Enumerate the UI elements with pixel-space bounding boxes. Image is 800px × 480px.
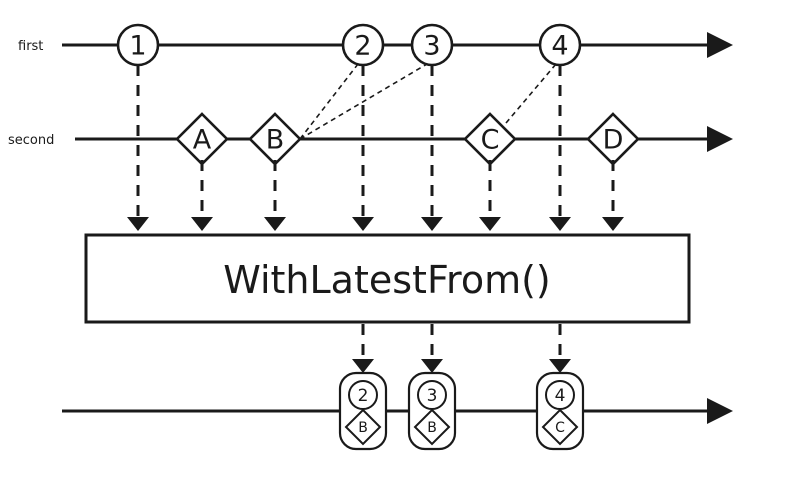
output-drop-arrow-560 xyxy=(549,324,571,373)
marble-value: 3 xyxy=(423,31,440,62)
marble-value: 1 xyxy=(129,31,146,62)
combined-marble-number: 2 xyxy=(358,386,369,406)
combined-marble-diamond xyxy=(413,408,451,446)
marble-second-D[interactable]: D xyxy=(586,112,640,166)
association-line-C-to-4 xyxy=(505,63,557,124)
drop-arrowhead xyxy=(421,217,443,231)
marble-value: C xyxy=(481,125,500,156)
timeline-arrowhead-output xyxy=(707,398,733,424)
input-drop-arrow-432 xyxy=(421,65,443,231)
drop-arrowhead xyxy=(549,359,571,373)
marble-output-3B[interactable]: 3B xyxy=(407,371,457,451)
stream-label-second: second xyxy=(8,133,54,148)
drop-arrowhead xyxy=(191,217,213,231)
marble-value: D xyxy=(603,125,624,156)
marble-value: B xyxy=(266,125,285,156)
marble-first-4[interactable]: 4 xyxy=(538,23,582,67)
marble-output-2B[interactable]: 2B xyxy=(338,371,388,451)
drop-arrowhead xyxy=(352,217,374,231)
timeline-arrowhead-first xyxy=(707,32,733,58)
marble-second-C[interactable]: C xyxy=(463,112,517,166)
marble-second-A[interactable]: A xyxy=(175,112,229,166)
marble-first-1[interactable]: 1 xyxy=(116,23,160,67)
marble-first-2[interactable]: 2 xyxy=(341,23,385,67)
output-drop-arrow-363 xyxy=(352,324,374,373)
combined-marble-letter: B xyxy=(358,420,368,436)
drop-arrowhead xyxy=(421,359,443,373)
marble-second-B[interactable]: B xyxy=(248,112,302,166)
association-line-B-to-3 xyxy=(299,63,428,140)
input-drop-arrow-363 xyxy=(352,65,374,231)
output-drop-arrow-432 xyxy=(421,324,443,373)
combined-marble-letter: B xyxy=(427,420,437,436)
combined-marble-letter: C xyxy=(555,420,565,436)
association-line-B-to-2 xyxy=(299,63,359,140)
stream-label-first: first xyxy=(18,39,43,54)
marble-value: 2 xyxy=(354,31,371,62)
combined-marble-diamond xyxy=(541,408,579,446)
input-drop-arrow-490 xyxy=(479,160,501,231)
drop-arrowhead xyxy=(127,217,149,231)
drop-arrowhead xyxy=(602,217,624,231)
operator-box-group: WithLatestFrom() xyxy=(84,233,691,324)
input-drop-arrow-275 xyxy=(264,160,286,231)
combined-marble-diamond xyxy=(344,408,382,446)
stream-second: second A B C D xyxy=(8,112,733,166)
operator-label: WithLatestFrom() xyxy=(223,258,551,302)
marble-value: 4 xyxy=(551,31,568,62)
output-drop-arrow-group xyxy=(352,324,571,373)
input-drop-arrow-group xyxy=(127,65,624,231)
marble-first-3[interactable]: 3 xyxy=(410,23,454,67)
marker-group-first: 1 2 3 4 xyxy=(116,23,582,67)
combined-marble-number: 4 xyxy=(555,386,566,406)
operator-box xyxy=(84,233,691,324)
input-drop-arrow-202 xyxy=(191,160,213,231)
drop-arrowhead xyxy=(264,217,286,231)
drop-arrowhead xyxy=(479,217,501,231)
marble-value: A xyxy=(193,125,212,156)
drop-arrowhead xyxy=(352,359,374,373)
input-drop-arrow-138 xyxy=(127,65,149,231)
input-drop-arrow-560 xyxy=(549,65,571,231)
drop-arrowhead xyxy=(549,217,571,231)
timeline-arrowhead-second xyxy=(707,126,733,152)
association-line-group xyxy=(299,63,557,140)
combined-marble-number: 3 xyxy=(427,386,438,406)
stream-first: first 1 2 3 4 xyxy=(18,23,733,67)
input-drop-arrow-613 xyxy=(602,160,624,231)
marble-output-4C[interactable]: 4C xyxy=(535,371,585,451)
